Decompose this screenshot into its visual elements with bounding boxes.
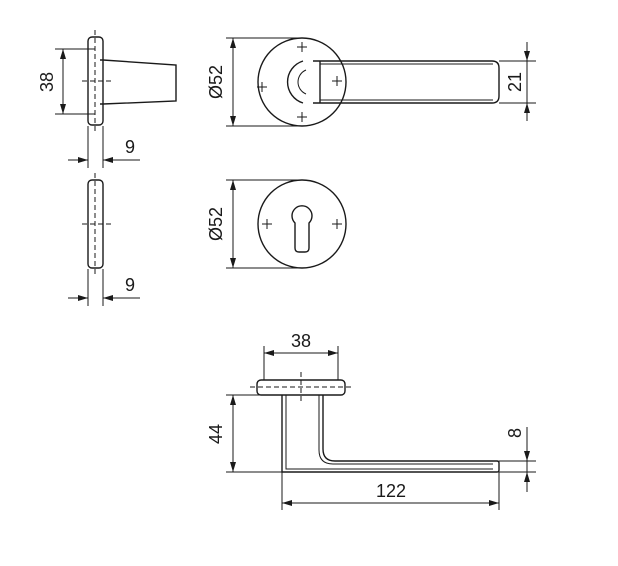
dim-label-base-width: 38 [291, 331, 311, 351]
dim-rose-side-thickness [68, 126, 140, 168]
dim-escutcheon-diameter [226, 179, 302, 269]
dim-label-rose-side-height: 38 [37, 72, 57, 92]
escutcheon-side-view [82, 173, 112, 275]
dim-label-lever-thickness: 21 [505, 72, 525, 92]
lever-side-view [250, 372, 500, 473]
dim-rose-diameter [226, 37, 302, 127]
dim-lever-end-thickness [499, 427, 536, 492]
rose-front-view [257, 37, 500, 127]
dim-label-rose-diameter: Ø52 [206, 65, 226, 99]
escutcheon-front-view [257, 179, 347, 269]
dim-label-escutcheon-side-thickness: 9 [125, 275, 135, 295]
dim-label-lever-height: 44 [206, 424, 226, 444]
dim-label-lever-length: 122 [376, 481, 406, 501]
dim-label-rose-side-thickness: 9 [125, 137, 135, 157]
dim-escutcheon-side-thickness [68, 269, 140, 306]
dim-lever-thickness [499, 42, 536, 121]
dim-label-lever-end-thickness: 8 [505, 428, 525, 438]
dim-rose-side-height [55, 48, 95, 115]
rose-side-view [82, 30, 177, 132]
dim-base-width [263, 346, 339, 380]
dim-lever-height [226, 394, 282, 473]
dim-lever-length [281, 472, 500, 510]
dim-label-escutcheon-diameter: Ø52 [206, 207, 226, 241]
